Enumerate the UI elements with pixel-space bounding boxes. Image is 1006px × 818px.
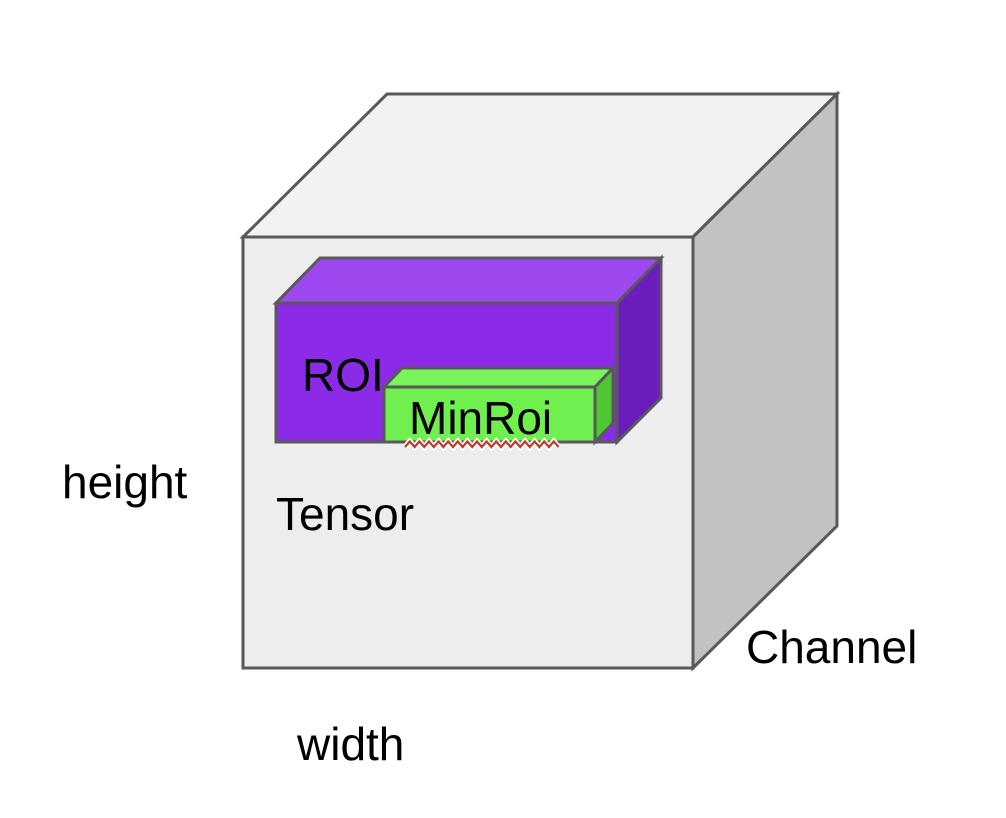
width-axis-label: width xyxy=(296,718,404,770)
channel-axis-label: Channel xyxy=(746,621,917,673)
height-axis-label: height xyxy=(62,456,188,508)
minroi-top-face xyxy=(380,366,617,389)
minroi-label: MinRoi xyxy=(409,392,552,444)
spellcheck-squiggle xyxy=(404,439,560,449)
roi-top-face xyxy=(272,256,665,305)
tensor-label: Tensor xyxy=(276,488,414,540)
minroi-box: MinRoi xyxy=(380,364,617,452)
roi-label: ROI xyxy=(302,349,384,401)
minroi-front-face xyxy=(382,385,597,444)
